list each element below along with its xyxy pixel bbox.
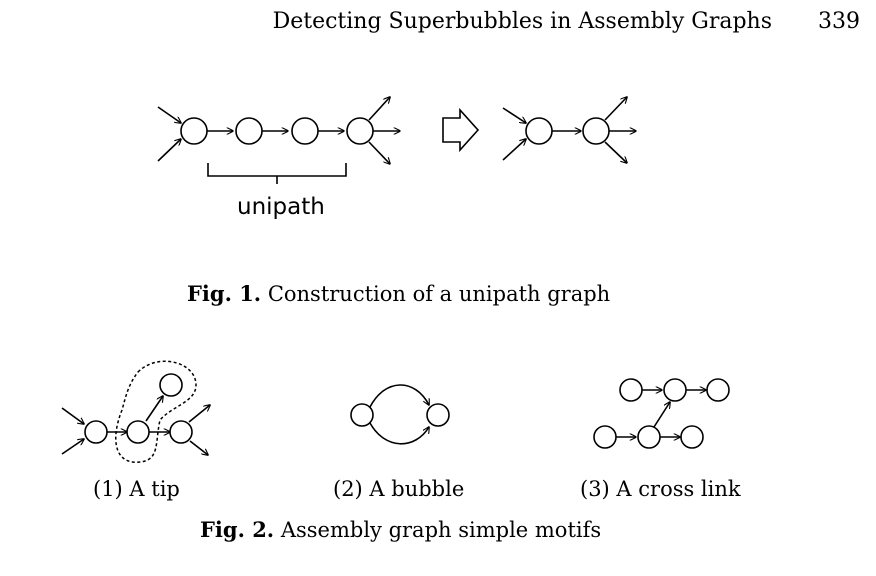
outgoing-edge (189, 440, 208, 455)
figure-2-caption-label: Fig. 2. (200, 517, 275, 542)
running-header-title: Detecting Superbubbles in Assembly Graph… (272, 9, 772, 34)
graph-node (235, 117, 263, 145)
cross-link-edge (653, 402, 670, 428)
graph-node (706, 378, 730, 402)
graph-node (582, 117, 610, 145)
outgoing-edge (604, 97, 627, 121)
panel-label-bubble: (2) A bubble (333, 477, 465, 501)
graph-node (291, 117, 319, 145)
panel-label-cross-link: (3) A cross link (580, 477, 741, 501)
incoming-edge (502, 139, 526, 161)
bubble-upper-path (369, 384, 429, 408)
transform-arrow-icon (442, 107, 480, 153)
figure-1-caption-label: Fig. 1. (187, 281, 262, 306)
unipath-label: unipath (237, 194, 325, 220)
graph-node (593, 425, 617, 449)
incoming-edge (157, 106, 181, 123)
graph-node (619, 378, 643, 402)
tip-node (159, 373, 183, 397)
figure-1-caption: Fig. 1. Construction of a unipath graph (187, 281, 610, 306)
bubble-lower-path (369, 422, 429, 445)
figure-1-caption-text: Construction of a unipath graph (267, 282, 611, 306)
graph-node (346, 117, 374, 145)
unipath-bracket (207, 163, 347, 184)
figure-2-caption-text: Assembly graph simple motifs (280, 518, 602, 542)
outgoing-edge (604, 141, 627, 163)
graph-node (169, 420, 193, 444)
graph-node (525, 117, 553, 145)
graph-node (126, 420, 150, 444)
incoming-edge (61, 407, 84, 424)
graph-node (637, 425, 661, 449)
graph-node (663, 378, 687, 402)
figure-2-caption: Fig. 2. Assembly graph simple motifs (200, 517, 601, 542)
incoming-edge (157, 139, 181, 162)
graph-node (680, 425, 704, 449)
outgoing-edge (188, 405, 210, 423)
graph-node (350, 403, 374, 427)
graph-node (180, 117, 208, 145)
tip-edge (145, 396, 163, 422)
graph-node (84, 420, 108, 444)
incoming-edge (61, 439, 84, 455)
graph-node (426, 403, 450, 427)
page-number: 339 (818, 9, 860, 34)
outgoing-edge (368, 141, 390, 164)
incoming-edge (502, 107, 526, 123)
tip-highlight-outline (115, 360, 197, 463)
outgoing-edge (368, 97, 390, 121)
panel-label-tip: (1) A tip (93, 477, 180, 501)
